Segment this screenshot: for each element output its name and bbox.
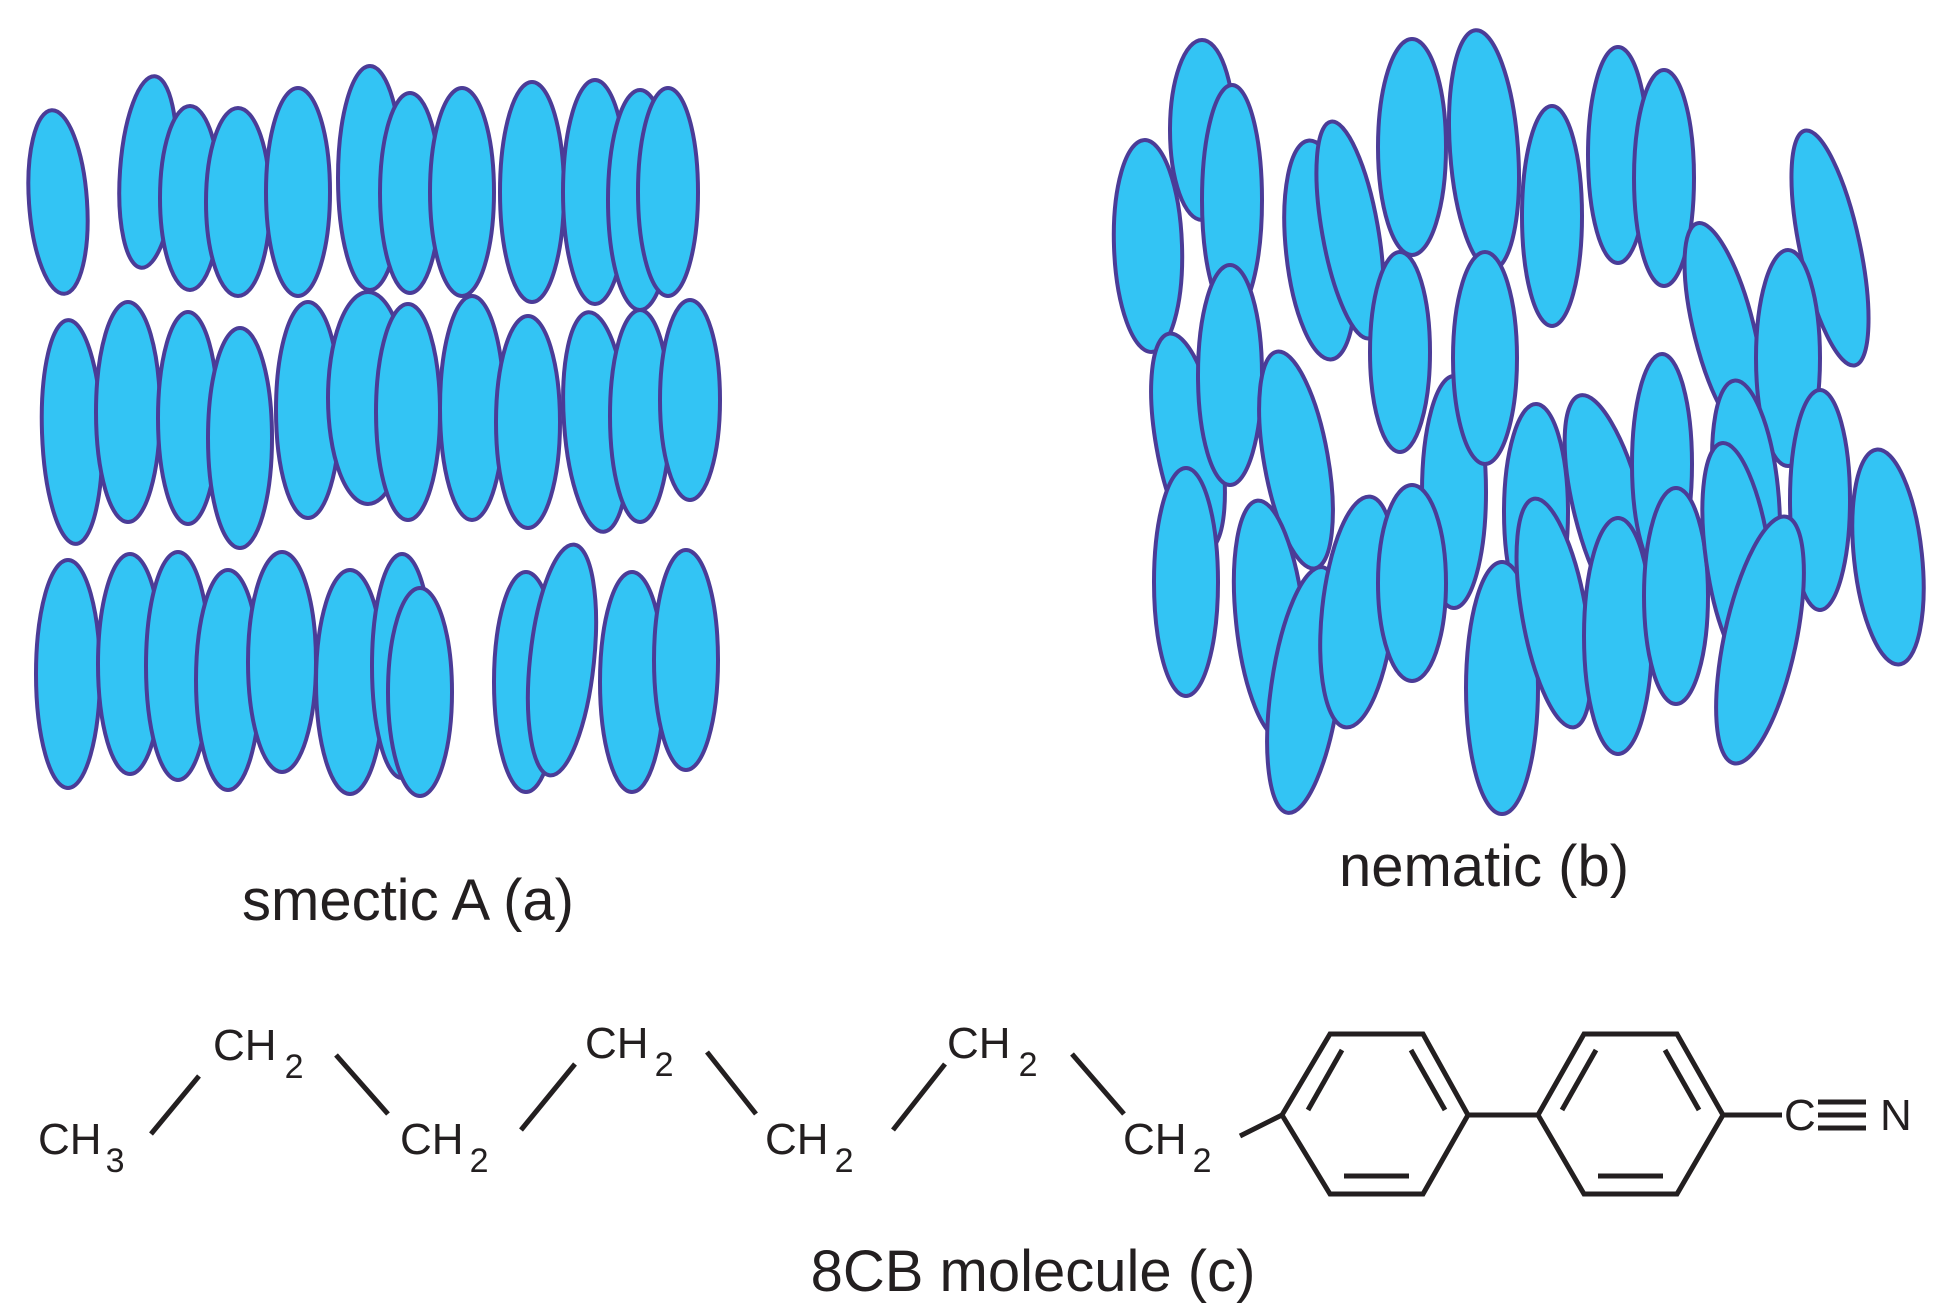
nematic-molecule-30: [1376, 483, 1448, 683]
smectic-molecule-5: [264, 86, 332, 298]
bond-6: [1070, 1052, 1126, 1116]
nematic-molecule-15: [1196, 263, 1264, 487]
smectic-caption: smectic A (a): [242, 868, 574, 933]
bond-2: [334, 1053, 390, 1116]
smectic-a-panel: [26, 64, 722, 798]
nematic-molecule-33: [1582, 516, 1654, 756]
nematic-molecule-19: [1451, 250, 1519, 466]
bond-to-ring: [1238, 1112, 1284, 1139]
nematic-molecule-34: [1642, 486, 1710, 706]
nematic-molecule-6: [1376, 37, 1448, 257]
molecule-caption: 8CB molecule (c): [811, 1239, 1256, 1304]
nematic-caption: nematic (b): [1339, 834, 1629, 899]
smectic-molecule-12: [636, 86, 700, 298]
smectic-molecule-24: [658, 298, 722, 502]
smectic-molecule-19: [374, 302, 442, 522]
nematic-molecule-25: [1850, 447, 1926, 667]
nematic-molecule-10: [1632, 68, 1696, 288]
bond-3: [519, 1062, 577, 1132]
smectic-molecule-29: [246, 550, 318, 774]
bond-5: [891, 1062, 947, 1132]
smectic-molecule-34: [525, 542, 599, 778]
nematic-molecule-12: [1789, 128, 1871, 368]
bond-1: [149, 1074, 201, 1136]
smectic-molecule-36: [652, 548, 720, 772]
nematic-molecule-27: [1152, 466, 1220, 698]
smectic-molecule-16: [206, 326, 274, 550]
smectic-molecule-4: [204, 106, 272, 298]
nitrile-carbon: C: [1784, 1091, 1816, 1140]
nematic-molecule-31: [1464, 560, 1540, 816]
smectic-molecule-32: [386, 586, 454, 798]
nematic-molecule-36: [1714, 514, 1806, 766]
smectic-molecule-25: [34, 558, 102, 790]
nematic-molecule-1: [1111, 138, 1185, 354]
nematic-molecule-8: [1520, 104, 1584, 328]
benzene-ring-1: [1279, 1031, 1471, 1197]
bond-4: [705, 1050, 758, 1116]
smectic-molecule-21: [494, 314, 562, 530]
nematic-molecule-17: [1368, 250, 1432, 454]
smectic-molecule-1: [26, 108, 90, 296]
smectic-molecule-8: [428, 86, 496, 298]
nitrile-nitrogen: N: [1880, 1091, 1912, 1140]
smectic-molecule-9: [498, 80, 566, 304]
benzene-ring-2: [1535, 1031, 1726, 1197]
triple-bond: [1818, 1099, 1866, 1131]
nematic-panel: [1111, 28, 1926, 816]
smectic-molecule-14: [94, 300, 162, 524]
nematic-molecule-7: [1447, 28, 1521, 272]
